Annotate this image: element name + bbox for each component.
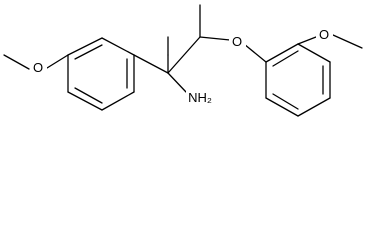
label-background [229, 32, 246, 49]
aliphatic-chain [133, 4, 231, 93]
structure-diagram: O NH₂ O O [3, 4, 363, 117]
ring-bond [67, 91, 103, 111]
right-benzene-ring [265, 43, 331, 117]
ring-double-bond [74, 87, 103, 104]
ring-bond [101, 37, 135, 56]
ether-oxygen-group: O [229, 32, 267, 63]
atom-label-oxygen-ether: O [232, 34, 242, 49]
label-background [316, 25, 333, 42]
methyl-bond [3, 54, 30, 70]
ether-bond-left [199, 36, 231, 41]
label-background [186, 88, 216, 105]
aryl-oxygen-bond [46, 54, 69, 69]
ring-bond [67, 37, 103, 56]
benzylic-bond [133, 54, 169, 74]
ring-double-bond [272, 93, 299, 110]
ring-bond [297, 97, 331, 117]
ether-bond-right [243, 43, 267, 63]
ortho-methoxy-group: O [297, 25, 363, 49]
ring-bond [265, 97, 299, 117]
atom-label-amine: NH₂ [188, 90, 212, 105]
amine-group: NH₂ [186, 88, 216, 105]
chain-bond [167, 36, 201, 74]
para-methoxy-group: O [3, 54, 69, 75]
atom-label-oxygen-ortho: O [319, 27, 329, 42]
ring-bond [265, 43, 299, 63]
ring-bond [297, 43, 331, 63]
ring-double-bond [74, 44, 103, 60]
left-benzene-ring [67, 37, 135, 111]
aryl-oxygen-bond [297, 36, 317, 45]
ring-bond [101, 91, 135, 111]
ring-double-bond [272, 50, 299, 67]
amine-bond [167, 72, 187, 93]
methyl-bond [332, 34, 363, 49]
label-background [30, 58, 47, 75]
atom-label-oxygen-para: O [33, 60, 43, 75]
